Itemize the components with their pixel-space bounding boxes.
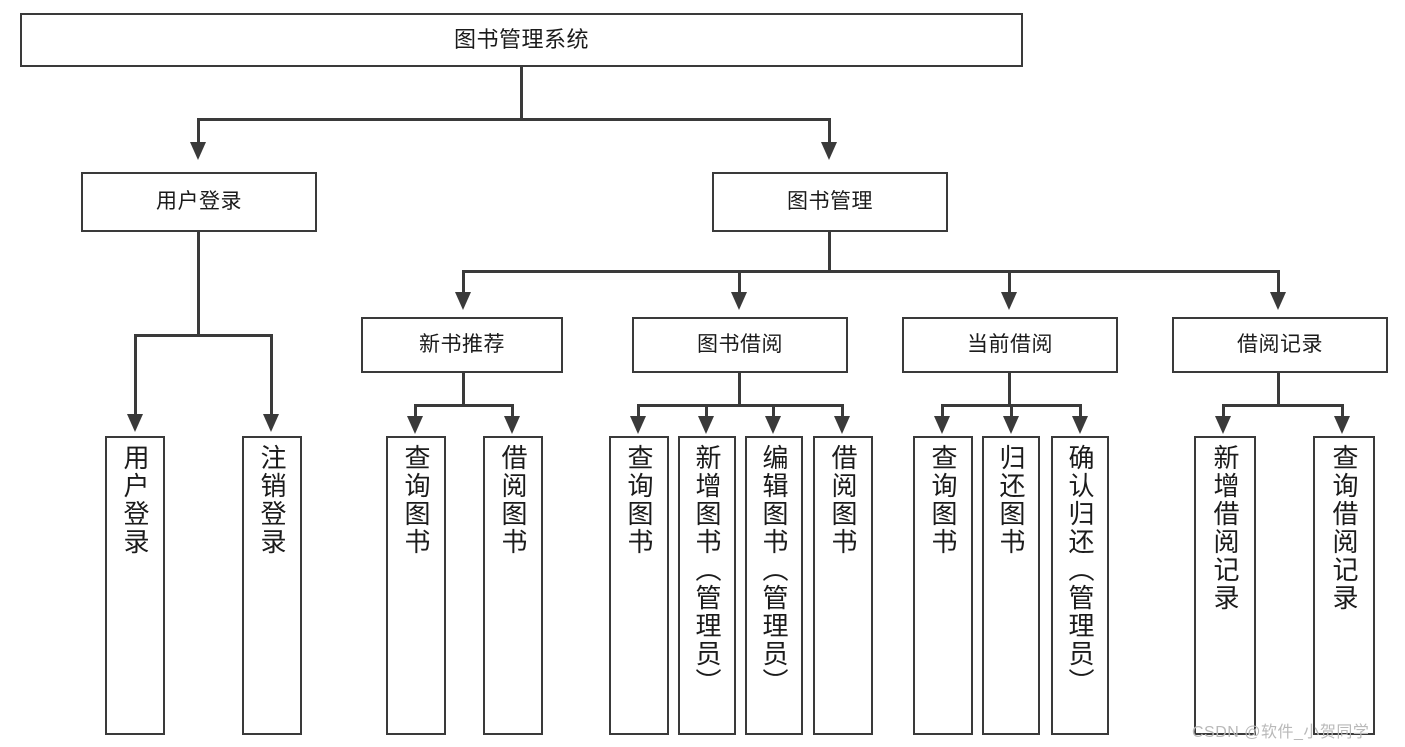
connector-tier1-bus bbox=[197, 118, 831, 121]
connector-to-book-borrow bbox=[738, 270, 741, 294]
node-label: 新书推荐 bbox=[419, 333, 505, 357]
node-label: 用户登录 bbox=[156, 190, 242, 214]
arrowhead-to-leaf-query-book-1 bbox=[407, 416, 423, 434]
node-label: 查询借阅记录 bbox=[1329, 444, 1359, 612]
node-label: 新增借阅记录 bbox=[1210, 444, 1240, 612]
node-leaf-query-book-1[interactable]: 查询图书 bbox=[386, 436, 446, 735]
arrowhead-to-leaf-confirm-return bbox=[1072, 416, 1088, 434]
node-leaf-edit-book[interactable]: 编辑图书（管理员） bbox=[745, 436, 803, 735]
node-current-borrow[interactable]: 当前借阅 bbox=[902, 317, 1118, 373]
node-label: 查询图书 bbox=[928, 444, 958, 556]
node-label: 图书管理系统 bbox=[453, 26, 589, 52]
node-leaf-query-book-3[interactable]: 查询图书 bbox=[913, 436, 973, 735]
arrowhead-to-leaf-logout-login bbox=[263, 414, 279, 432]
node-label: 借阅图书 bbox=[498, 444, 528, 556]
connector-book-manage-stem bbox=[828, 232, 831, 272]
node-borrow-record[interactable]: 借阅记录 bbox=[1172, 317, 1388, 373]
node-book-manage[interactable]: 图书管理 bbox=[712, 172, 948, 232]
connector-to-leaf-edit-book bbox=[772, 404, 775, 418]
node-leaf-confirm-return[interactable]: 确认归还（管理员） bbox=[1051, 436, 1109, 735]
arrowhead-to-borrow-record bbox=[1270, 292, 1286, 310]
node-label: 借阅图书 bbox=[828, 444, 858, 556]
connector-to-leaf-borrow-book-1 bbox=[511, 404, 514, 418]
node-leaf-user-login[interactable]: 用户登录 bbox=[105, 436, 165, 735]
connector-current-borrow-stem bbox=[1008, 373, 1011, 406]
node-book-management-system[interactable]: 图书管理系统 bbox=[20, 13, 1023, 67]
connector-to-leaf-borrow-book-2 bbox=[841, 404, 844, 418]
connector-book-borrow-stem bbox=[738, 373, 741, 406]
arrowhead-to-user-login bbox=[190, 142, 206, 160]
connector-borrow-record-stem bbox=[1277, 373, 1280, 406]
connector-to-leaf-query-record bbox=[1341, 404, 1344, 418]
connector-to-borrow-record bbox=[1277, 270, 1280, 294]
connector-book-borrow-bus bbox=[637, 404, 844, 407]
connector-new-book-recommend-bus bbox=[414, 404, 514, 407]
arrowhead-to-leaf-query-book-3 bbox=[934, 416, 950, 434]
connector-to-leaf-return-book bbox=[1010, 404, 1013, 418]
node-label: 查询图书 bbox=[401, 444, 431, 556]
node-label: 借阅记录 bbox=[1237, 333, 1323, 357]
connector-user-login-bus bbox=[134, 334, 272, 337]
connector-to-new-book-recommend bbox=[462, 270, 465, 294]
arrowhead-to-leaf-add-book bbox=[698, 416, 714, 434]
node-label: 图书管理 bbox=[787, 190, 873, 214]
arrowhead-to-leaf-return-book bbox=[1003, 416, 1019, 434]
node-label: 注销登录 bbox=[257, 444, 287, 556]
connector-to-current-borrow bbox=[1008, 270, 1011, 294]
node-label: 当前借阅 bbox=[967, 333, 1053, 357]
connector-new-book-recommend-stem bbox=[462, 373, 465, 406]
node-label: 编辑图书（管理员） bbox=[759, 444, 789, 696]
connector-to-leaf-user-login bbox=[134, 334, 137, 416]
node-book-borrow[interactable]: 图书借阅 bbox=[632, 317, 848, 373]
connector-to-leaf-add-record bbox=[1222, 404, 1225, 418]
node-leaf-query-book-2[interactable]: 查询图书 bbox=[609, 436, 669, 735]
connector-to-book-manage bbox=[828, 118, 831, 144]
arrowhead-to-leaf-edit-book bbox=[765, 416, 781, 434]
arrowhead-to-leaf-user-login bbox=[127, 414, 143, 432]
connector-user-login-stem bbox=[197, 232, 200, 336]
node-user-login[interactable]: 用户登录 bbox=[81, 172, 317, 232]
connector-to-leaf-query-book-2 bbox=[637, 404, 640, 418]
node-label: 查询图书 bbox=[624, 444, 654, 556]
arrowhead-to-current-borrow bbox=[1001, 292, 1017, 310]
node-leaf-add-record[interactable]: 新增借阅记录 bbox=[1194, 436, 1256, 735]
node-leaf-query-record[interactable]: 查询借阅记录 bbox=[1313, 436, 1375, 735]
connector-to-leaf-query-book-3 bbox=[941, 404, 944, 418]
arrowhead-to-leaf-add-record bbox=[1215, 416, 1231, 434]
arrowhead-to-book-manage bbox=[821, 142, 837, 160]
connector-to-leaf-query-book-1 bbox=[414, 404, 417, 418]
node-label: 图书借阅 bbox=[697, 333, 783, 357]
node-leaf-add-book[interactable]: 新增图书（管理员） bbox=[678, 436, 736, 735]
arrowhead-to-leaf-borrow-book-1 bbox=[504, 416, 520, 434]
arrowhead-to-leaf-borrow-book-2 bbox=[834, 416, 850, 434]
node-label: 确认归还（管理员） bbox=[1065, 444, 1095, 696]
connector-tier2-bus bbox=[462, 270, 1280, 273]
arrowhead-to-new-book-recommend bbox=[455, 292, 471, 310]
arrowhead-to-leaf-query-book-2 bbox=[630, 416, 646, 434]
connector-to-leaf-confirm-return bbox=[1079, 404, 1082, 418]
csdn-watermark: CSDN @软件_小贺同学 bbox=[1192, 724, 1370, 741]
connector-to-user-login bbox=[197, 118, 200, 144]
node-new-book-recommend[interactable]: 新书推荐 bbox=[361, 317, 563, 373]
connector-borrow-record-bus bbox=[1222, 404, 1344, 407]
node-label: 新增图书（管理员） bbox=[692, 444, 722, 696]
node-leaf-borrow-book-1[interactable]: 借阅图书 bbox=[483, 436, 543, 735]
node-label: 归还图书 bbox=[996, 444, 1026, 556]
node-leaf-return-book[interactable]: 归还图书 bbox=[982, 436, 1040, 735]
arrowhead-to-book-borrow bbox=[731, 292, 747, 310]
node-leaf-borrow-book-2[interactable]: 借阅图书 bbox=[813, 436, 873, 735]
arrowhead-to-leaf-query-record bbox=[1334, 416, 1350, 434]
connector-root-stem bbox=[520, 67, 523, 119]
node-label: 用户登录 bbox=[120, 444, 150, 556]
connector-to-leaf-logout-login bbox=[270, 334, 273, 416]
connector-to-leaf-add-book bbox=[705, 404, 708, 418]
node-leaf-logout-login[interactable]: 注销登录 bbox=[242, 436, 302, 735]
